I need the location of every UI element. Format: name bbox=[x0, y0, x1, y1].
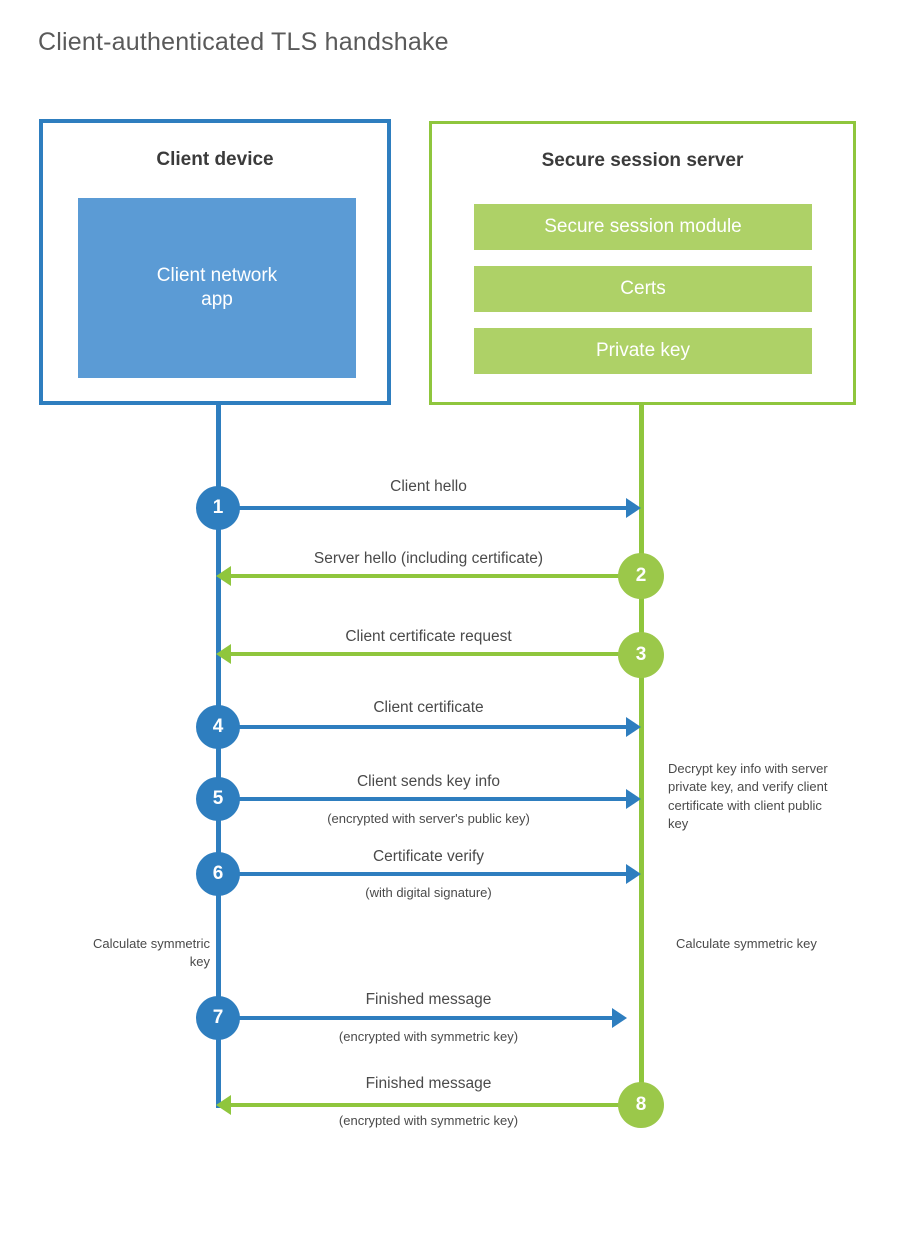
message-4-arrowhead bbox=[626, 717, 641, 737]
message-7-line bbox=[218, 1016, 614, 1020]
message-6-line bbox=[218, 872, 628, 876]
message-3-label: Client certificate request bbox=[345, 628, 512, 645]
lifeline-server bbox=[639, 403, 644, 1108]
message-5-line bbox=[218, 797, 628, 801]
server-block-private-key: Private key bbox=[474, 328, 812, 374]
message-2-label: Server hello (including certificate) bbox=[313, 550, 544, 567]
message-4-label: Client certificate bbox=[373, 699, 484, 716]
message-4-line bbox=[218, 725, 628, 729]
note-client-calculate-symmetric-key: Calculate symmetric key bbox=[92, 936, 210, 970]
step-circle-6[interactable]: 6 bbox=[196, 852, 240, 896]
message-6-sublabel: (with digital signature) bbox=[365, 885, 492, 900]
message-5-label: Client sends key info bbox=[356, 773, 501, 790]
entity-client-title: Client device bbox=[156, 149, 274, 170]
message-5-arrowhead bbox=[626, 789, 641, 809]
note-server-calculate-symmetric-key: Calculate symmetric key bbox=[676, 936, 817, 951]
lifeline-client bbox=[216, 405, 221, 1108]
step-circle-5[interactable]: 5 bbox=[196, 777, 240, 821]
message-3-line bbox=[231, 652, 639, 656]
step-circle-7[interactable]: 7 bbox=[196, 996, 240, 1040]
message-5-sublabel: (encrypted with server's public key) bbox=[327, 811, 530, 826]
message-1-arrowhead bbox=[626, 498, 641, 518]
step-circle-1[interactable]: 1 bbox=[196, 486, 240, 530]
step-circle-4[interactable]: 4 bbox=[196, 705, 240, 749]
note-server-decrypt: Decrypt key info with server private key… bbox=[668, 761, 828, 832]
server-block-certs: Certs bbox=[474, 266, 812, 312]
message-6-label: Certificate verify bbox=[372, 848, 485, 865]
entity-secure-session-server: Secure session server Secure session mod… bbox=[429, 121, 856, 405]
message-7-sublabel: (encrypted with symmetric key) bbox=[338, 1029, 519, 1044]
entity-server-title: Secure session server bbox=[541, 150, 744, 171]
message-8-line bbox=[231, 1103, 639, 1107]
step-circle-2[interactable]: 2 bbox=[618, 553, 664, 599]
server-block-secure-session-module: Secure session module bbox=[474, 204, 812, 250]
message-3-arrowhead bbox=[216, 644, 231, 664]
message-2-line bbox=[231, 574, 639, 578]
message-8-label: Finished message bbox=[365, 1075, 492, 1092]
message-7-arrowhead bbox=[612, 1008, 627, 1028]
message-8-arrowhead bbox=[216, 1095, 231, 1115]
page-title: Client-authenticated TLS handshake bbox=[38, 28, 449, 56]
message-1-label: Client hello bbox=[390, 478, 467, 495]
message-6-arrowhead bbox=[626, 864, 641, 884]
message-8-sublabel: (encrypted with symmetric key) bbox=[338, 1113, 519, 1128]
message-1-line bbox=[218, 506, 628, 510]
step-circle-8[interactable]: 8 bbox=[618, 1082, 664, 1128]
message-7-label: Finished message bbox=[365, 991, 492, 1008]
message-2-arrowhead bbox=[216, 566, 231, 586]
step-circle-3[interactable]: 3 bbox=[618, 632, 664, 678]
